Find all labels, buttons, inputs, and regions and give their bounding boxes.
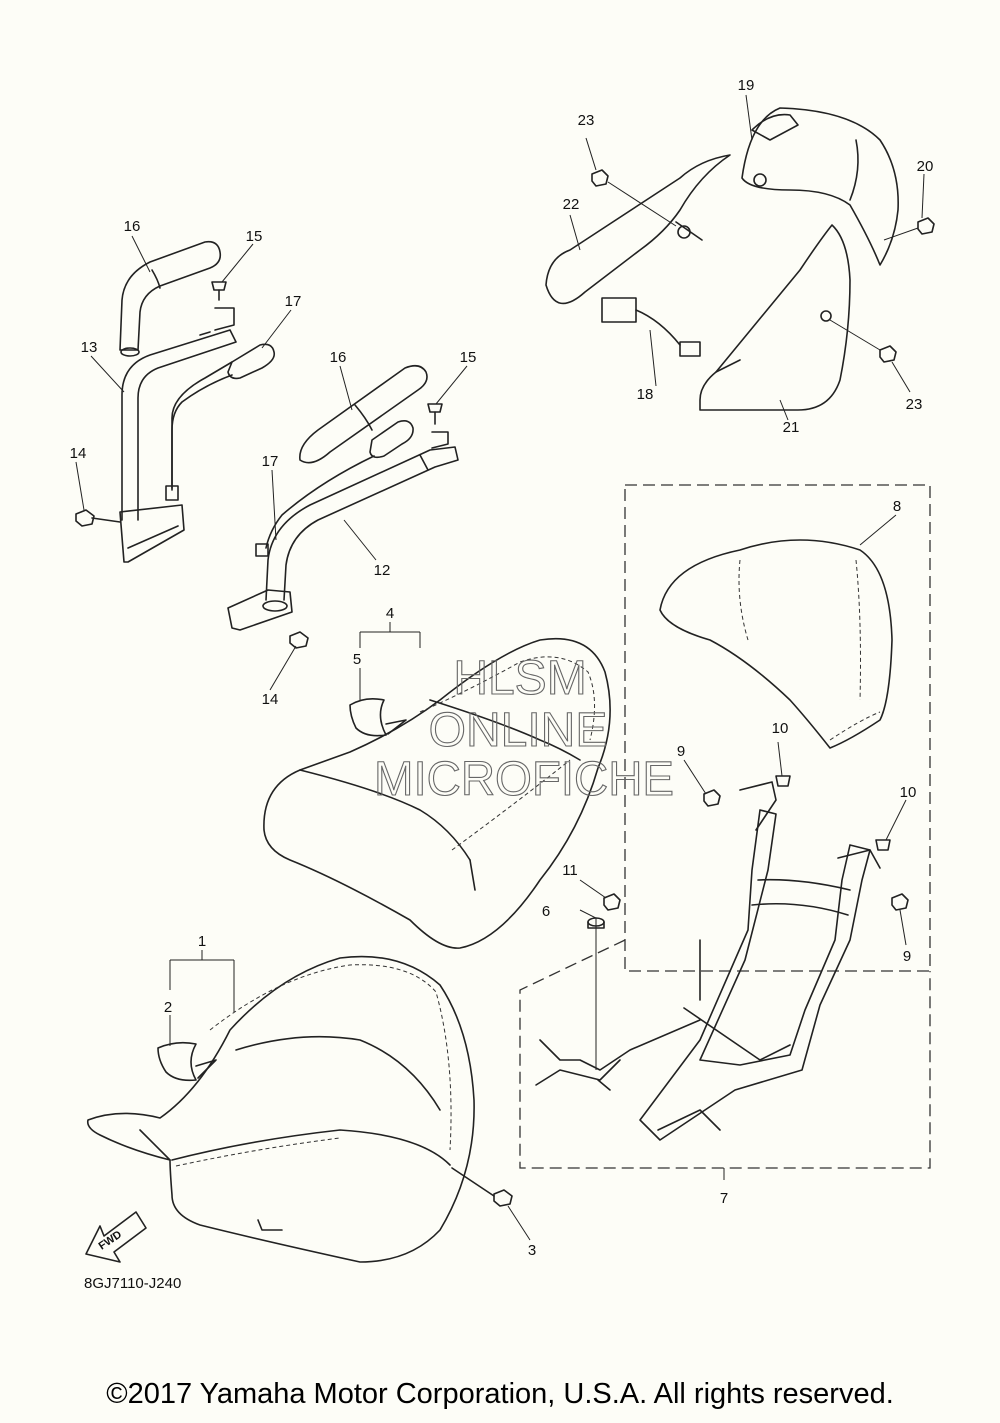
callout-14-left: 14 (70, 445, 87, 462)
callout-6: 6 (542, 903, 550, 920)
bolt-23-top[interactable] (591, 169, 609, 187)
grab-rail-right[interactable] (227, 446, 459, 631)
bolt-9-left[interactable] (703, 789, 721, 807)
rear-cowl-19[interactable] (741, 107, 899, 266)
callout-10-left: 10 (772, 720, 789, 737)
backrest-pad-8[interactable] (659, 539, 893, 749)
callout-1: 1 (198, 933, 206, 950)
callout-23-top: 23 (578, 112, 595, 129)
callout-9-right: 9 (903, 948, 911, 965)
fwd-label: FWD (97, 1229, 125, 1253)
seat-emblem-2[interactable] (157, 1041, 217, 1082)
watermark-line-3: MICROFICHE (374, 753, 674, 806)
switch-connector-18[interactable] (601, 297, 701, 357)
grab-rail-left[interactable] (119, 329, 237, 563)
side-panel-21[interactable] (699, 224, 851, 411)
watermark-line-1: HLSM (453, 652, 586, 705)
diagram-code: 8GJ7110-J240 (84, 1275, 181, 1292)
callout-22: 22 (563, 196, 580, 213)
grip-16-left[interactable] (119, 240, 222, 357)
callout-18: 18 (637, 386, 654, 403)
callout-11: 11 (562, 862, 578, 879)
leader-lines (75, 94, 925, 1241)
callout-19: 19 (738, 77, 755, 94)
cable-17-left[interactable] (165, 343, 276, 501)
callout-20: 20 (917, 158, 934, 175)
bolt-11[interactable] (603, 893, 621, 911)
bolt-23-bottom[interactable] (879, 345, 897, 363)
bolt-15-right[interactable] (427, 403, 449, 449)
callout-21: 21 (783, 419, 800, 436)
backrest-kit-box (624, 484, 931, 972)
callout-13: 13 (81, 339, 98, 356)
callout-17-left: 17 (285, 293, 302, 310)
bolt-14-right[interactable] (289, 631, 309, 649)
callout-15-right: 15 (460, 349, 477, 366)
cable-17-right[interactable] (255, 420, 414, 557)
bolt-20[interactable] (917, 217, 935, 235)
callout-8: 8 (893, 498, 901, 515)
backrest-frame[interactable] (535, 781, 881, 1141)
callout-9-left: 9 (677, 743, 685, 760)
callout-14-right: 14 (262, 691, 279, 708)
callout-5: 5 (353, 651, 361, 668)
callout-3: 3 (528, 1242, 536, 1259)
callout-15-left: 15 (246, 228, 263, 245)
seat-emblem-5[interactable] (349, 698, 407, 737)
fwd-arrow-icon: FWD (85, 1211, 147, 1263)
callout-4: 4 (386, 605, 394, 622)
bolt-15-left[interactable] (211, 281, 235, 331)
callout-2: 2 (164, 999, 172, 1016)
bolt-3[interactable] (451, 1167, 513, 1207)
callout-23-bottom: 23 (906, 396, 923, 413)
callout-12: 12 (374, 562, 391, 579)
bolt-14-left[interactable] (75, 509, 121, 527)
rider-seat[interactable] (86, 955, 475, 1263)
grommet-10-left[interactable] (775, 775, 791, 787)
callout-7: 7 (720, 1190, 728, 1207)
grommet-10-right[interactable] (875, 839, 891, 851)
callout-17-right: 17 (262, 453, 279, 470)
callout-16-right: 16 (330, 349, 347, 366)
watermark-line-2: ONLINE (429, 704, 608, 757)
passenger-seat[interactable] (263, 637, 611, 949)
callout-16-left: 16 (124, 218, 141, 235)
grip-16-right[interactable] (299, 364, 428, 464)
backrest-kit-box-lower (519, 939, 931, 1169)
bolt-9-right[interactable] (891, 893, 909, 911)
watermark: HLSM ONLINE MICROFICHE (373, 651, 674, 806)
copyright-notice: ©2017 Yamaha Motor Corporation, U.S.A. A… (106, 1378, 894, 1410)
callout-10-right: 10 (900, 784, 917, 801)
callout-labels: 1 2 3 4 5 6 7 8 9 9 10 10 11 12 13 14 14… (70, 77, 934, 1259)
side-panel-22[interactable] (545, 154, 731, 305)
